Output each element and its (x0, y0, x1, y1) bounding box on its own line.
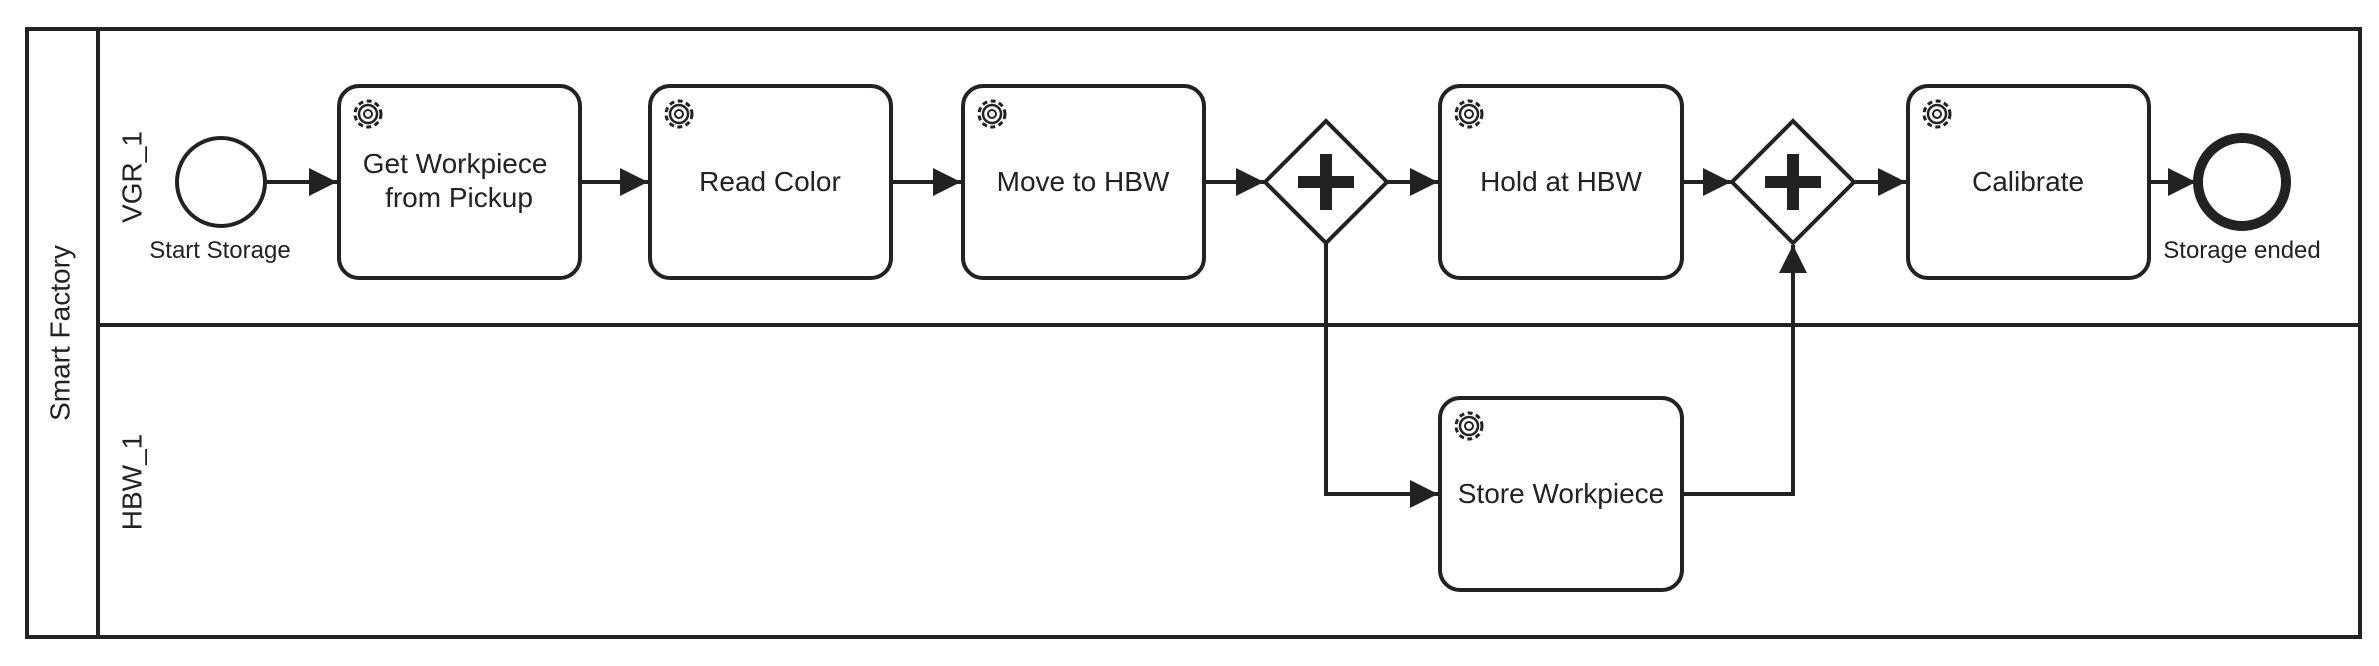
task-move-to-hbw: Move to HBW (961, 84, 1206, 280)
end-event-label: Storage ended (2163, 237, 2320, 264)
task-store-workpiece: Store Workpiece (1438, 396, 1684, 592)
task-label-line: Read Color (699, 166, 841, 197)
pool-label: Smart Factory (44, 245, 75, 421)
task-get-workpiece: Get Workpiece from Pickup (337, 84, 582, 280)
svg-text:Get Workpiece from Picku: Get Workpiece from Pickup (363, 148, 555, 213)
task-read-color: Read Color (648, 84, 893, 280)
pool: Smart Factory (25, 27, 2362, 639)
task-calibrate: Calibrate (1906, 84, 2151, 280)
task-label-line: Calibrate (1972, 166, 2084, 197)
svg-text:Read Color: Read Color (699, 166, 841, 197)
gateway-parallel-join (1729, 118, 1857, 246)
task-label-line: from Pickup (385, 182, 533, 213)
lane-label-hbw: HBW_1 (116, 434, 147, 530)
svg-text:Move to HBW: Move to HBW (997, 166, 1170, 197)
task-label-line: Move to HBW (997, 166, 1170, 197)
flow-store-to-join (1682, 245, 1807, 496)
lane-label-vgr: VGR_1 (116, 131, 147, 223)
plus-icon (1298, 154, 1354, 210)
start-event: Start Storage (149, 136, 291, 264)
svg-text:Hold at HBW: Hold at HBW (1480, 166, 1642, 197)
svg-text:Store Workpiece: Store Workpiece (1458, 478, 1664, 509)
flow-split-to-store (1324, 243, 1438, 508)
plus-icon (1765, 154, 1821, 210)
task-label-line: Store Workpiece (1458, 478, 1664, 509)
gateway-parallel-split (1262, 118, 1390, 246)
task-label-line: Hold at HBW (1480, 166, 1642, 197)
lane-vgr: VGR_1 (98, 131, 2360, 327)
task-hold-at-hbw: Hold at HBW (1438, 84, 1684, 280)
lane-hbw: HBW_1 (116, 434, 147, 530)
svg-text:Calibrate: Calibrate (1972, 166, 2084, 197)
start-event-label: Start Storage (149, 237, 290, 264)
task-label-line: Get Workpiece (363, 148, 548, 179)
sequence-flows (265, 168, 2196, 508)
end-event: Storage ended (2163, 133, 2321, 264)
